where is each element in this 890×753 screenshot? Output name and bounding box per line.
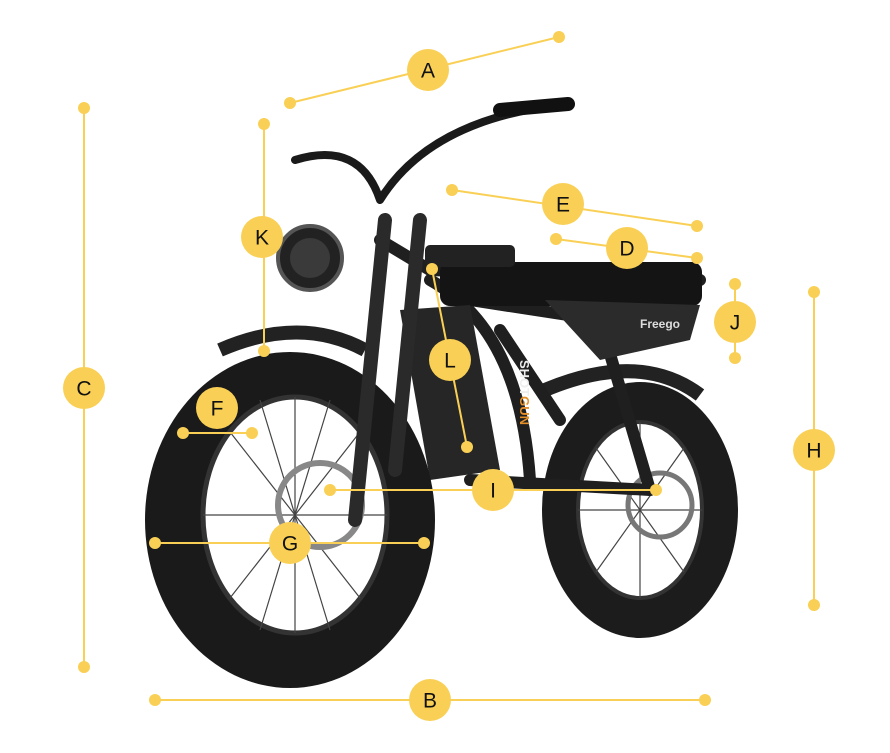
svg-text:I: I: [490, 480, 496, 503]
svg-text:J: J: [730, 312, 741, 335]
marker-C: C: [63, 367, 105, 409]
rear-rack-plate: [545, 300, 700, 360]
battery-top: [425, 245, 515, 267]
svg-text:K: K: [255, 227, 269, 250]
svg-text:D: D: [619, 238, 634, 261]
svg-text:B: B: [423, 690, 437, 713]
rack-brand-text: Freego: [640, 317, 680, 331]
seat: [440, 262, 702, 306]
marker-E: E: [542, 183, 584, 225]
svg-text:G: G: [282, 533, 298, 556]
rear-disc-brake: [625, 470, 695, 540]
marker-J: J: [714, 301, 756, 343]
svg-text:A: A: [421, 60, 435, 83]
marker-D: D: [606, 227, 648, 269]
marker-K: K: [241, 216, 283, 258]
bike-illustration: Freego SHOTGUN: [145, 97, 738, 688]
marker-G: G: [269, 522, 311, 564]
marker-I: I: [472, 469, 514, 511]
marker-F: F: [196, 387, 238, 429]
svg-text:H: H: [806, 440, 821, 463]
svg-text:E: E: [556, 194, 570, 217]
rear-fender: [542, 364, 705, 401]
marker-L: L: [429, 339, 471, 381]
svg-text:L: L: [444, 350, 456, 373]
marker-H: H: [793, 429, 835, 471]
handlebar: [291, 101, 564, 204]
svg-text:C: C: [76, 378, 91, 401]
front-fender: [217, 325, 369, 357]
marker-A: A: [407, 49, 449, 91]
battery-panel: [400, 305, 500, 480]
svg-text:F: F: [211, 398, 224, 421]
marker-B: B: [409, 679, 451, 721]
model-text: SHOTGUN: [517, 360, 532, 425]
